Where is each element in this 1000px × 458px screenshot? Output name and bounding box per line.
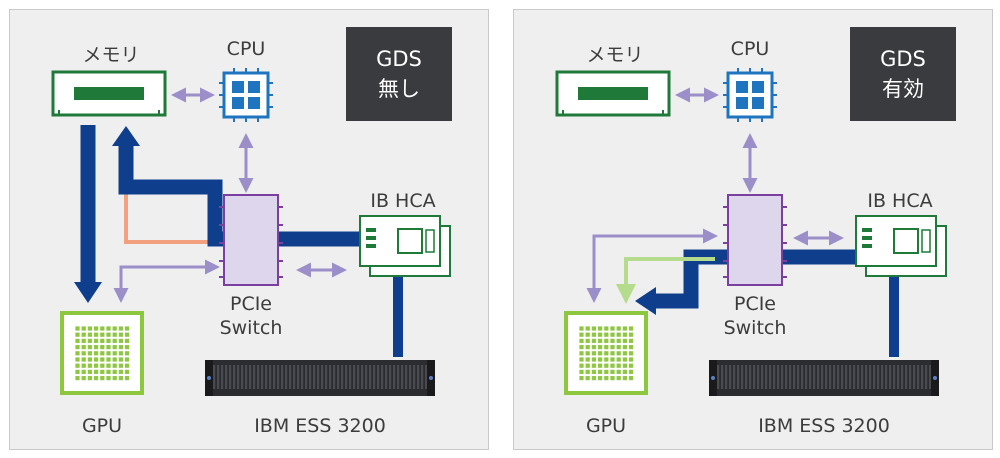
gpu-chip-icon [60,311,144,395]
gpu-label: GPU [81,415,123,437]
ib-hca-card-icon [855,215,947,277]
cpu-icon [721,66,779,124]
bounce-path [124,188,210,244]
cpu-icon [217,66,275,124]
switch-gpu-control-link [113,259,220,303]
pcie-switch-chip-icon [218,194,284,286]
memory-label: メモリ [586,44,644,66]
memory-label: メモリ [82,44,140,66]
pcie-switch-label-line-2: Switch [219,317,283,339]
diagram-gds-enabled [555,66,947,396]
badge-line-2: 有効 [882,77,924,101]
gpu-label: GPU [585,415,627,437]
ib-hca-label: IB HCA [370,190,436,212]
gpu-chip-icon [564,311,648,395]
pcie-switch-label-line-1: PCIe [229,293,273,315]
gds-status-badge: GDS 有効 [850,27,956,121]
badge-line-2: 無し [378,77,420,101]
ib-hca-label: IB HCA [867,190,933,212]
cpu-label: CPU [226,38,266,60]
arrow-down-icon [74,282,102,303]
pcie-switch-label-line-2: Switch [723,317,787,339]
storage-server-icon [709,360,939,396]
badge-line-1: GDS [880,47,926,71]
badge-line-1: GDS [376,47,422,71]
panel-gds-disabled: メモリ CPU GDS 無し IB HCA PCIe Switch GPU IB… [9,9,489,450]
pcie-switch-chip-icon [722,194,788,286]
pcie-switch-label-line-1: PCIe [733,293,777,315]
memory-module-icon [555,70,671,117]
storage-label: IBM ESS 3200 [254,415,386,437]
storage-label: IBM ESS 3200 [758,415,890,437]
gds-status-badge: GDS 無し [346,27,452,121]
pcie-switch-label: PCIe Switch [720,292,790,340]
cpu-label: CPU [730,38,770,60]
storage-server-icon [205,360,435,396]
memory-module-icon [51,70,167,117]
pcie-switch-label: PCIe Switch [216,292,286,340]
panel-gds-enabled: メモリ CPU GDS 有効 IB HCA PCIe Switch GPU IB… [513,9,993,450]
arrow-up-icon [112,126,140,146]
ib-hca-card-icon [359,215,451,277]
switch-gpu-control-link [586,228,718,303]
diagram-gds-disabled [51,66,451,396]
arrow-left-icon [635,287,656,315]
